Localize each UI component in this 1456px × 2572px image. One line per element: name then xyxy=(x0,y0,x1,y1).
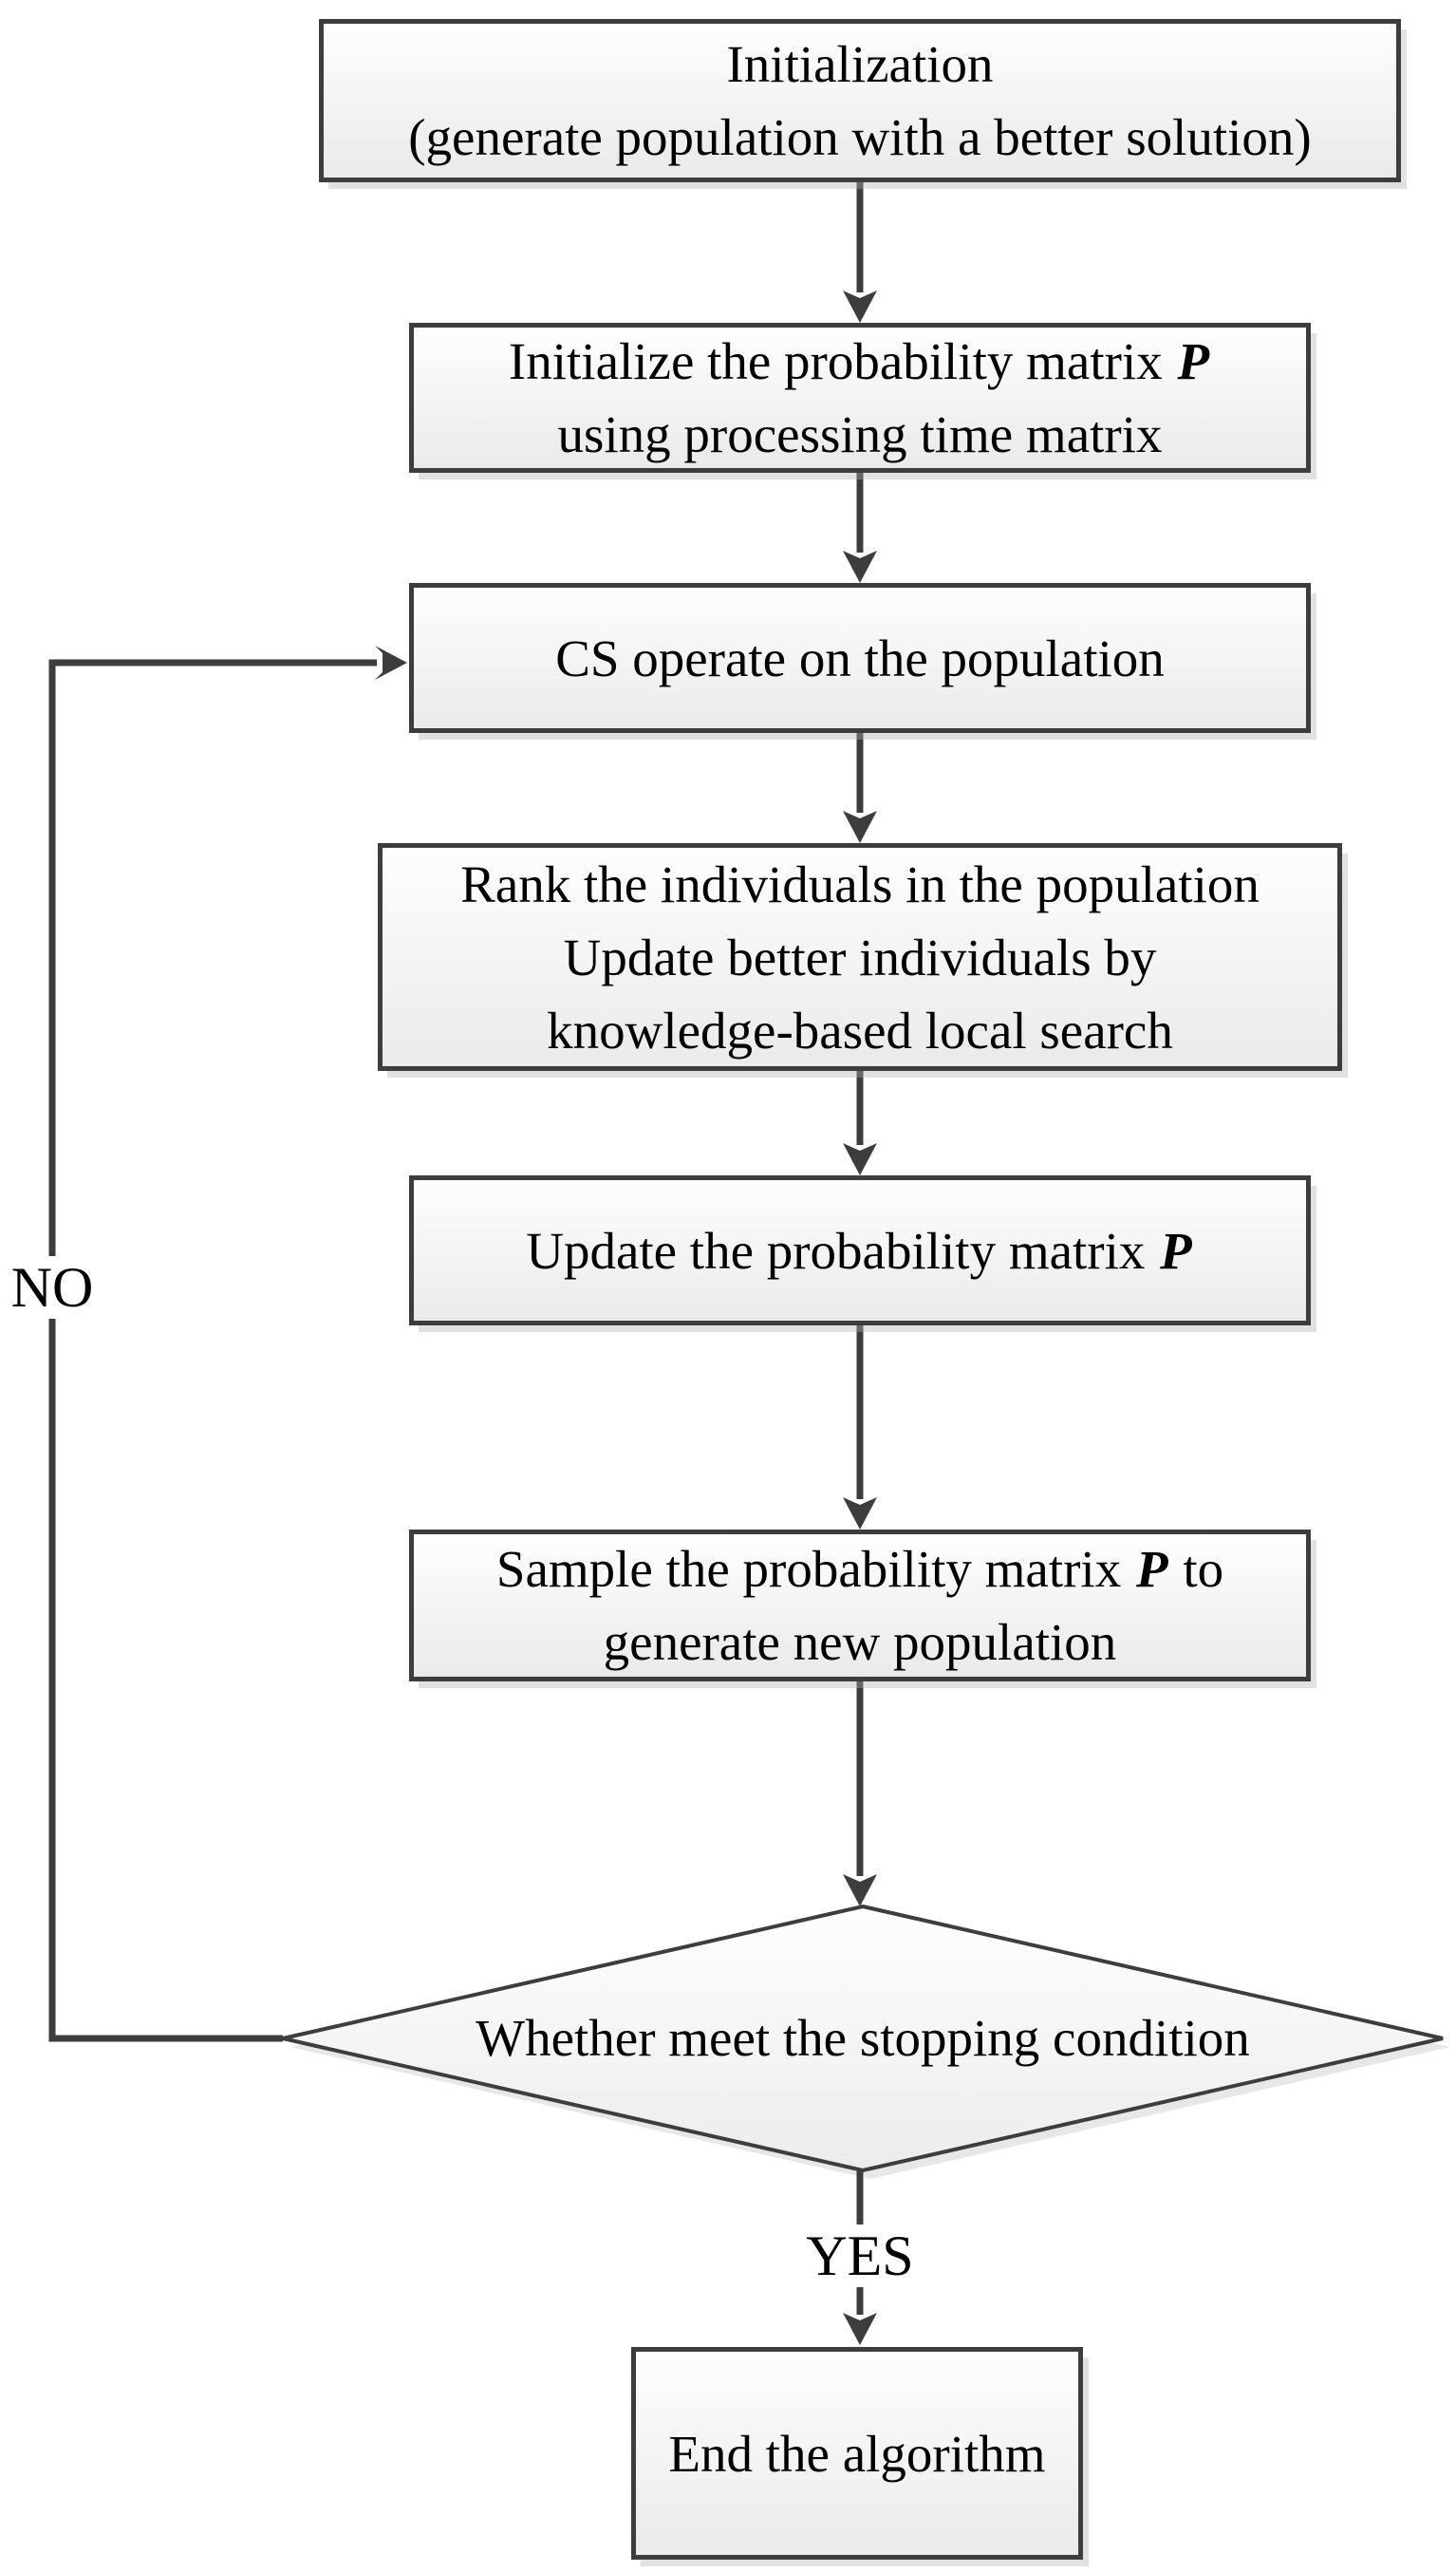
node-line: (generate population with a better solut… xyxy=(408,108,1312,166)
node-line: knowledge-based local search xyxy=(547,1001,1173,1060)
probability-matrix-symbol: P xyxy=(1177,332,1210,390)
label-no: NO xyxy=(5,1256,100,1319)
node-sample-probability-matrix: Sample the probability matrix P to gener… xyxy=(409,1530,1311,1681)
node-rank-individuals: Rank the individuals in the population U… xyxy=(378,843,1342,1071)
node-decision-stopping-condition: Whether meet the stopping condition xyxy=(476,2009,1250,2067)
probability-matrix-symbol: P xyxy=(1160,1221,1192,1280)
node-line: generate new population xyxy=(603,1613,1117,1671)
node-update-probability-matrix: Update the probability matrix P xyxy=(409,1175,1311,1325)
arrow-updatep-to-samplep xyxy=(843,1325,877,1530)
node-line: Update better individuals by xyxy=(563,928,1157,986)
node-line: CS operate on the population xyxy=(555,629,1165,687)
node-end-algorithm: End the algorithm xyxy=(631,2347,1083,2560)
node-line: End the algorithm xyxy=(668,2424,1046,2483)
node-line: using processing time matrix xyxy=(557,405,1163,463)
node-line: Sample the probability matrix P to xyxy=(495,1540,1224,1598)
probability-matrix-symbol: P xyxy=(1135,1540,1168,1598)
node-line: Rank the individuals in the population xyxy=(460,854,1260,913)
arrow-cs-to-rank xyxy=(843,733,877,843)
arrow-initp-to-cs xyxy=(843,473,877,583)
node-line: Initialization xyxy=(726,35,994,93)
node-initialization: Initialization (generate population with… xyxy=(319,19,1401,182)
arrow-rank-to-updatep xyxy=(843,1071,877,1175)
no-loop-arrow xyxy=(48,646,407,2042)
node-initialize-probability-matrix: Initialize the probability matrix P usin… xyxy=(409,323,1311,473)
decision-diamond xyxy=(282,1904,1450,2179)
node-line: Initialize the probability matrix P xyxy=(508,332,1210,390)
node-cs-operate: CS operate on the population xyxy=(409,583,1311,733)
label-yes: YES xyxy=(800,2225,920,2287)
arrow-samplep-to-decision xyxy=(843,1681,877,1906)
arrow-init-to-initp xyxy=(843,182,877,323)
node-line: Update the probability matrix P xyxy=(526,1221,1192,1280)
